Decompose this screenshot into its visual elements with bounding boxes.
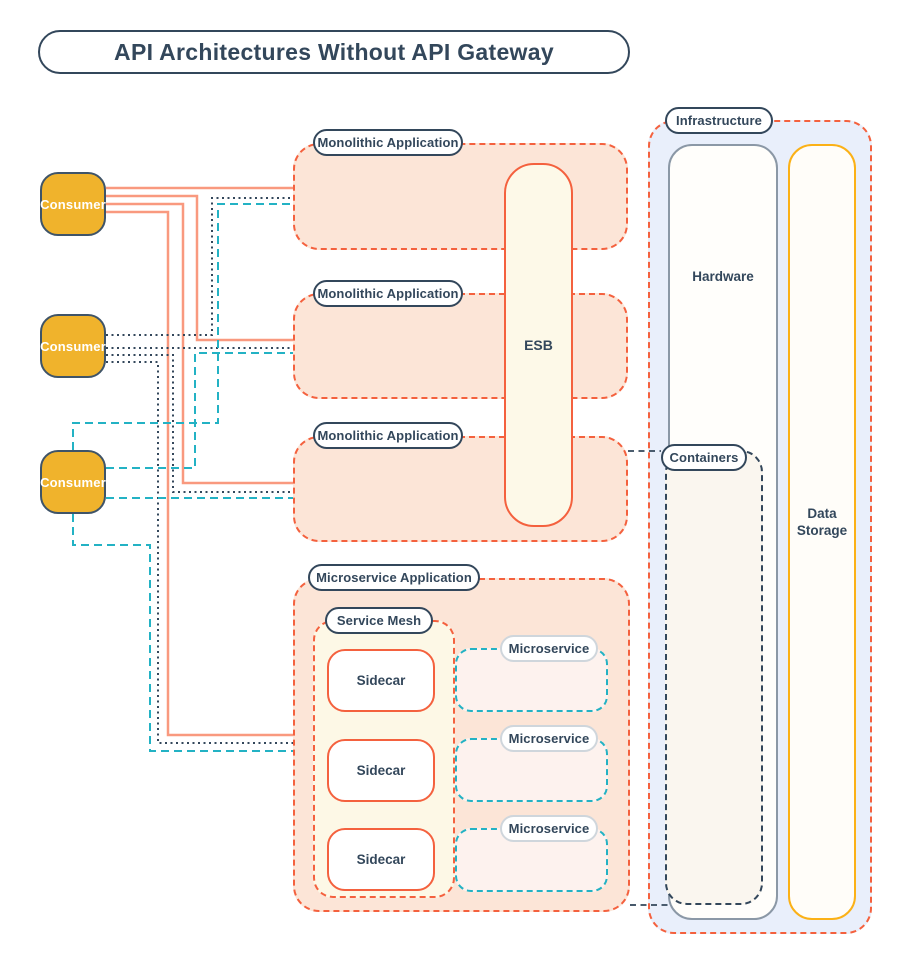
monolithic-application-1-box [293,143,628,250]
title-banner: API Architectures Without API Gateway [38,30,630,74]
containers-label: Containers [669,450,739,465]
sidecar-2-label: Sidecar [356,763,406,778]
monolithic-application-2-box [293,293,628,399]
consumer-3-box: Consumer [40,450,106,514]
data-storage-label: Data Storage [796,506,848,538]
monolithic-application-1-label: Monolithic Application [317,135,459,150]
containers-box [665,450,763,905]
microservice-3-label: Microservice [508,821,590,836]
hardware-label: Hardware [692,269,754,284]
consumer-2-connections [106,197,293,744]
monolithic-application-3-box [293,436,628,542]
sidecar-3-box: Sidecar [327,828,435,891]
service-mesh-label: Service Mesh [336,613,422,628]
microservice-application-pill: Microservice Application [308,564,480,591]
consumer-1-box: Consumer [40,172,106,236]
monolithic-application-2-pill: Monolithic Application [313,280,463,307]
title-text: API Architectures Without API Gateway [114,38,554,65]
sidecar-2-box: Sidecar [327,739,435,802]
microservice-3-pill: Microservice [500,815,598,842]
containers-pill: Containers [661,444,747,471]
monolithic-application-1-pill: Monolithic Application [313,129,463,156]
monolithic-application-3-label: Monolithic Application [317,428,459,443]
sidecar-1-box: Sidecar [327,649,435,712]
infrastructure-label: Infrastructure [676,113,762,128]
monolithic-application-2-label: Monolithic Application [317,286,459,301]
microservice-2-label: Microservice [508,731,590,746]
data-storage-box [788,144,856,920]
microservice-1-label: Microservice [508,641,590,656]
sidecar-3-label: Sidecar [356,852,406,867]
consumer-1-label: Consumer [40,196,106,212]
consumer-2-box: Consumer [40,314,106,378]
infrastructure-pill: Infrastructure [665,107,773,134]
consumer-1-connections [106,186,293,737]
monolithic-application-3-pill: Monolithic Application [313,422,463,449]
service-mesh-pill: Service Mesh [325,607,433,634]
consumer-3-label: Consumer [40,474,106,490]
esb-label: ESB [524,337,553,353]
esb-box: ESB [504,163,573,527]
microservice-1-pill: Microservice [500,635,598,662]
microservice-2-pill: Microservice [500,725,598,752]
microservice-application-label: Microservice Application [316,570,472,585]
consumer-2-label: Consumer [40,338,106,354]
sidecar-1-label: Sidecar [356,673,406,688]
consumer-3-connections [72,203,293,752]
